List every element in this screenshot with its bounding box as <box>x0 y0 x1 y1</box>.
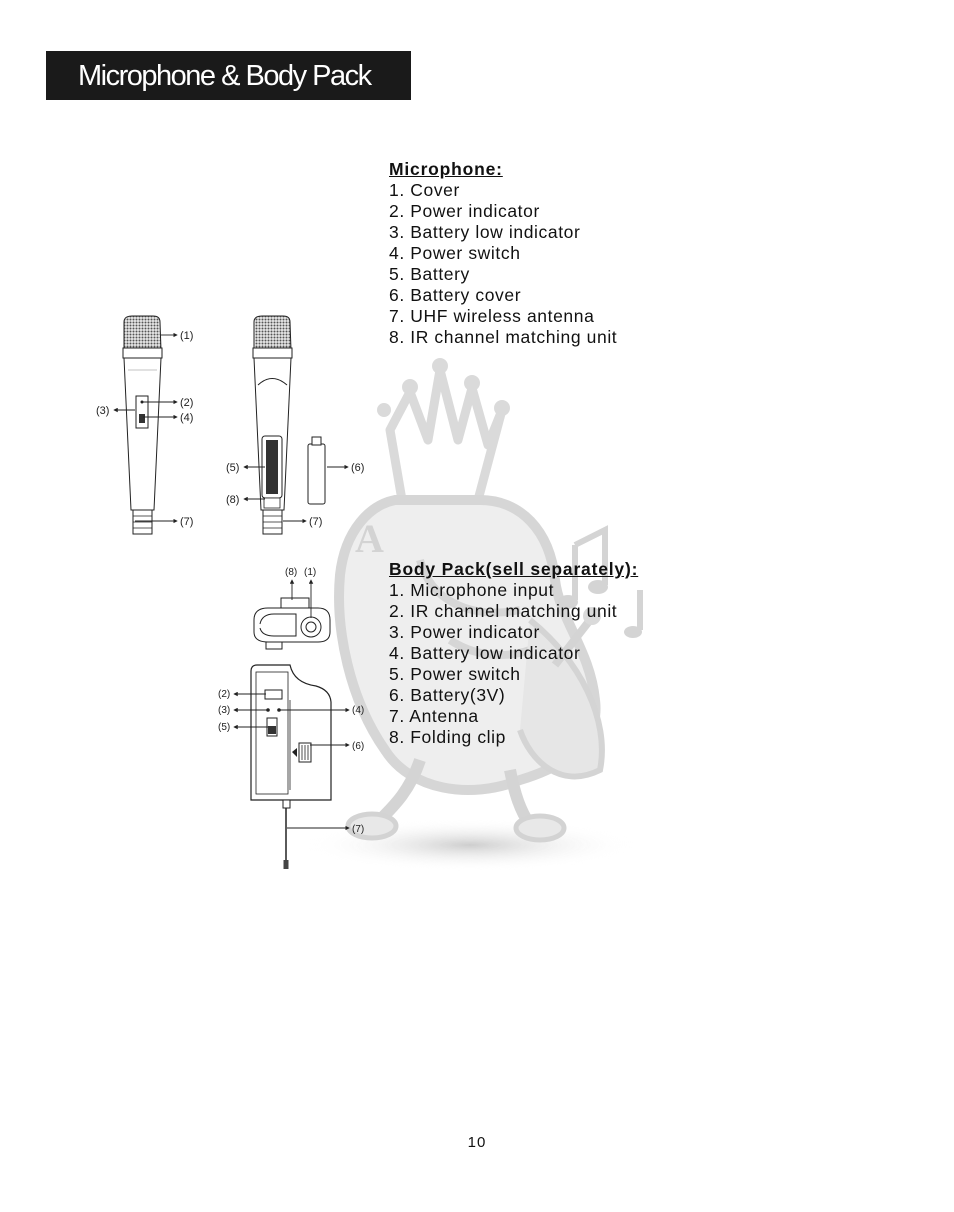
list-item: 4. Battery low indicator <box>389 643 581 663</box>
section-header-bar: Microphone & Body Pack <box>46 51 411 100</box>
callout-1: (1) <box>304 567 316 578</box>
callout-5: (5) <box>226 462 239 474</box>
list-item: 5. Power switch <box>389 664 521 684</box>
callout-labels: (1) (2) (4) (3) (7) (5) (8) (6) (7) (8) … <box>96 330 364 835</box>
list-item: 1. Cover <box>389 180 460 200</box>
callout-7: (7) <box>352 824 364 835</box>
callout-2: (2) <box>218 689 230 700</box>
list-item: 7. Antenna <box>389 706 479 726</box>
list-item: 2. Power indicator <box>389 201 540 221</box>
callout-8: (8) <box>226 494 239 506</box>
callout-7: (7) <box>180 516 193 528</box>
callout-3: (3) <box>218 705 230 716</box>
callout-6: (6) <box>351 462 364 474</box>
list-item: 6. Battery cover <box>389 285 522 305</box>
body-pack-heading: Body Pack(sell separately): <box>389 559 639 579</box>
body-pack-parts-list: Body Pack(sell separately): 1. Microphon… <box>389 559 638 748</box>
callout-4: (4) <box>352 705 364 716</box>
list-item: 2. IR channel matching unit <box>389 601 618 621</box>
list-item: 3. Battery low indicator <box>389 222 581 242</box>
list-item: 8. Folding clip <box>389 727 506 747</box>
watermark-mascot: A <box>305 358 643 871</box>
microphone-front-illustration <box>122 315 163 535</box>
microphone-parts-list: Microphone: 1. Cover 2. Power indicator … <box>389 159 617 348</box>
list-item: 3. Power indicator <box>389 622 540 642</box>
callout-3: (3) <box>96 405 109 417</box>
callout-1: (1) <box>180 330 193 342</box>
list-item: 1. Microphone input <box>389 580 555 600</box>
section-title: Microphone & Body Pack <box>78 60 372 92</box>
list-item: 7. UHF wireless antenna <box>389 306 595 326</box>
page-number: 10 <box>467 1134 487 1151</box>
callout-arrows <box>113 332 350 831</box>
list-item: 5. Battery <box>389 264 470 284</box>
list-item: 4. Power switch <box>389 243 521 263</box>
callout-5: (5) <box>218 722 230 733</box>
microphone-heading: Microphone: <box>389 159 503 179</box>
list-item: 6. Battery(3V) <box>389 685 506 705</box>
body-pack-top-illustration <box>253 597 331 650</box>
callout-7: (7) <box>309 516 322 528</box>
svg-text:A: A <box>355 516 384 561</box>
body-pack-front-illustration <box>250 664 332 869</box>
callout-4: (4) <box>180 412 193 424</box>
microphone-back-illustration <box>252 315 326 535</box>
callout-2: (2) <box>180 397 193 409</box>
callout-8: (8) <box>285 567 297 578</box>
list-item: 8. IR channel matching unit <box>389 327 618 347</box>
callout-6: (6) <box>352 741 364 752</box>
